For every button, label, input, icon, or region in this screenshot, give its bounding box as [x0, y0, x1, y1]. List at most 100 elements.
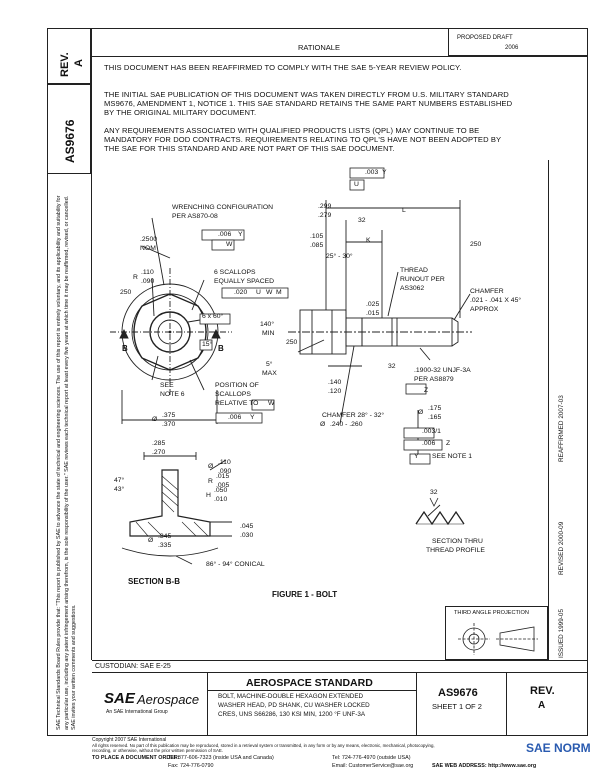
dim-K: K — [366, 237, 371, 244]
custodian-separator — [92, 660, 588, 661]
dim-max: MAX — [262, 370, 277, 377]
dim-085: .085 — [310, 242, 324, 249]
dim-015b: .015 — [216, 473, 230, 480]
figure-title: FIGURE 1 - BOLT — [272, 590, 338, 599]
web-address[interactable]: SAE WEB ADDRESS: http://www.sae.org — [432, 763, 537, 769]
dim-010: .010 — [214, 496, 228, 503]
dim-6x60: 6 x 60° — [202, 313, 224, 320]
finish-32-top: 32 — [358, 217, 366, 224]
right-column-line — [548, 160, 549, 660]
third-angle-label: THIRD ANGLE PROJECTION — [454, 610, 529, 616]
dim-chamfer-28-32: CHAMFER 28° - 32° — [322, 412, 385, 419]
fcf-006-bottom: .006 — [228, 414, 242, 421]
fax: Fax: 724-776-0790 — [168, 763, 214, 769]
rev-cell-divider — [506, 672, 507, 736]
dim-r090: .090 — [141, 278, 155, 285]
rev-corner-value: A — [73, 59, 85, 67]
dim-nom: NOM — [140, 245, 156, 252]
thread-profile — [415, 510, 465, 526]
dim-L: L — [402, 207, 406, 214]
dim-279: .279 — [318, 212, 332, 219]
dim-045: .045 — [240, 523, 254, 530]
dim-r110: .110 — [141, 269, 154, 276]
drawing-frame — [47, 28, 588, 736]
dim-r025: .025 — [366, 301, 380, 308]
dim-r015: .015 — [366, 310, 380, 317]
fcf-z-ref: Z — [446, 440, 451, 447]
dim-angle-25-30: 25° - 30° — [326, 253, 353, 260]
left-margin-note: SAE Technical Standards Board Rules prov… — [56, 195, 78, 730]
fcf-u: U — [256, 289, 261, 296]
dim-chamfer-dia: Ø — [320, 421, 326, 428]
tel-domestic: Tel: 877-606-7323 (inside USA and Canada… — [168, 755, 274, 761]
label-note6: NOTE 6 — [160, 391, 185, 398]
fcf-003-top: .003 — [365, 169, 379, 176]
dim-dia-110: Ø — [208, 463, 214, 470]
finish-250-left: 250 — [120, 289, 132, 296]
paragraph-qpl-2: MANDATORY FOR DOD CONTRACTS. REQUIREMENT… — [104, 135, 502, 144]
doc-number-side: AS9676 — [63, 119, 77, 163]
dim-345: .345 — [158, 533, 172, 540]
paragraph-qpl-1: ANY REQUIREMENTS ASSOCIATED WITH QUALIFI… — [104, 126, 480, 135]
paragraph-origin-2: MS9676, AMENDMENT 1, NOTICE 1. THIS SAE … — [104, 99, 513, 108]
dim-285: .285 — [152, 440, 166, 447]
dim-conical: 86° - 94° CONICAL — [206, 561, 265, 568]
rationale-separator — [91, 56, 588, 57]
title-line-2: WASHER HEAD, PD SHANK, CU WASHER LOCKED — [218, 702, 370, 709]
dim-15deg: 15° — [202, 341, 213, 348]
bolt-drawing — [110, 167, 472, 565]
dim-43deg: 43° — [114, 486, 125, 493]
sae-norm-watermark: SAE NORM — [526, 741, 591, 755]
dim-110b: .110 — [218, 459, 231, 466]
rights-line-1: All rights reserved. No part of this pub… — [92, 743, 435, 748]
fcf-w-relative: W — [268, 400, 275, 407]
fcf-w: W — [266, 289, 273, 296]
label-thread: THREAD — [400, 267, 428, 274]
doc-number-side-box: AS9676 — [47, 84, 91, 174]
fcf-y-right: Y — [382, 169, 387, 176]
dim-140: .140 — [328, 379, 342, 386]
label-position-of: POSITION OF — [215, 382, 259, 389]
section-arrow-left — [119, 328, 129, 339]
label-relative-to: RELATIVE TO — [215, 400, 259, 407]
dim-335: .335 — [158, 542, 172, 549]
dim-r-015b-prefix: R — [208, 478, 213, 485]
logo-cell: SAE Aerospace An SAE International Group — [92, 672, 208, 736]
dim-dia-345: Ø — [148, 537, 154, 544]
label-approx: APPROX — [470, 306, 499, 313]
rights-line-2: recording, or otherwise, without the pri… — [92, 748, 224, 753]
dim-165: .165 — [428, 414, 442, 421]
label-runout-per: RUNOUT PER — [400, 276, 445, 283]
left-column-line — [91, 28, 92, 660]
title-line-3: CRES, UNS S66286, 130 KSI MIN, 1200 °F U… — [218, 711, 366, 718]
fcf-datum-w-top: W — [226, 241, 233, 248]
label-see-note1: SEE NOTE 1 — [432, 453, 473, 460]
dim-dia-175: Ø — [418, 409, 424, 416]
fcf-u-right: U — [354, 181, 359, 188]
rationale-title: RATIONALE — [298, 43, 340, 52]
third-angle-box: THIRD ANGLE PROJECTION — [445, 606, 548, 660]
rev-value: A — [538, 700, 546, 711]
dim-chamfer-range: .240 - .260 — [330, 421, 363, 428]
dim-090b: .090 — [218, 468, 232, 475]
label-scallops: 6 SCALLOPS — [214, 269, 256, 276]
issued-date: ISSUED 1999-05 — [558, 608, 565, 658]
paragraph-origin-3: BY THE ORIGINAL MILITARY DOCUMENT. — [104, 108, 257, 117]
sheet-number: SHEET 1 OF 2 — [432, 702, 482, 711]
standard-heading: AEROSPACE STANDARD — [246, 677, 373, 689]
email[interactable]: Email: CustomerService@sae.org — [332, 763, 414, 769]
fcf-datum-y-top: Y — [238, 231, 243, 238]
finish-250-side: 250 — [286, 339, 298, 346]
third-angle-symbol — [458, 623, 538, 655]
finish-32-mid: 32 — [388, 363, 396, 370]
heading-underline — [208, 690, 416, 691]
dim-370: .370 — [162, 421, 176, 428]
section-marker-left: B — [122, 344, 128, 353]
rev-corner-label: REV. — [59, 52, 71, 77]
fcf-0031: .003/1 — [422, 428, 441, 435]
paragraph-reaffirmed: THIS DOCUMENT HAS BEEN REAFFIRMED TO COM… — [104, 63, 462, 72]
dim-47deg: 47° — [114, 477, 125, 484]
finish-250-right: 250 — [470, 241, 482, 248]
label-as3062: AS3062 — [400, 285, 425, 292]
dim-005: .005 — [216, 482, 230, 489]
